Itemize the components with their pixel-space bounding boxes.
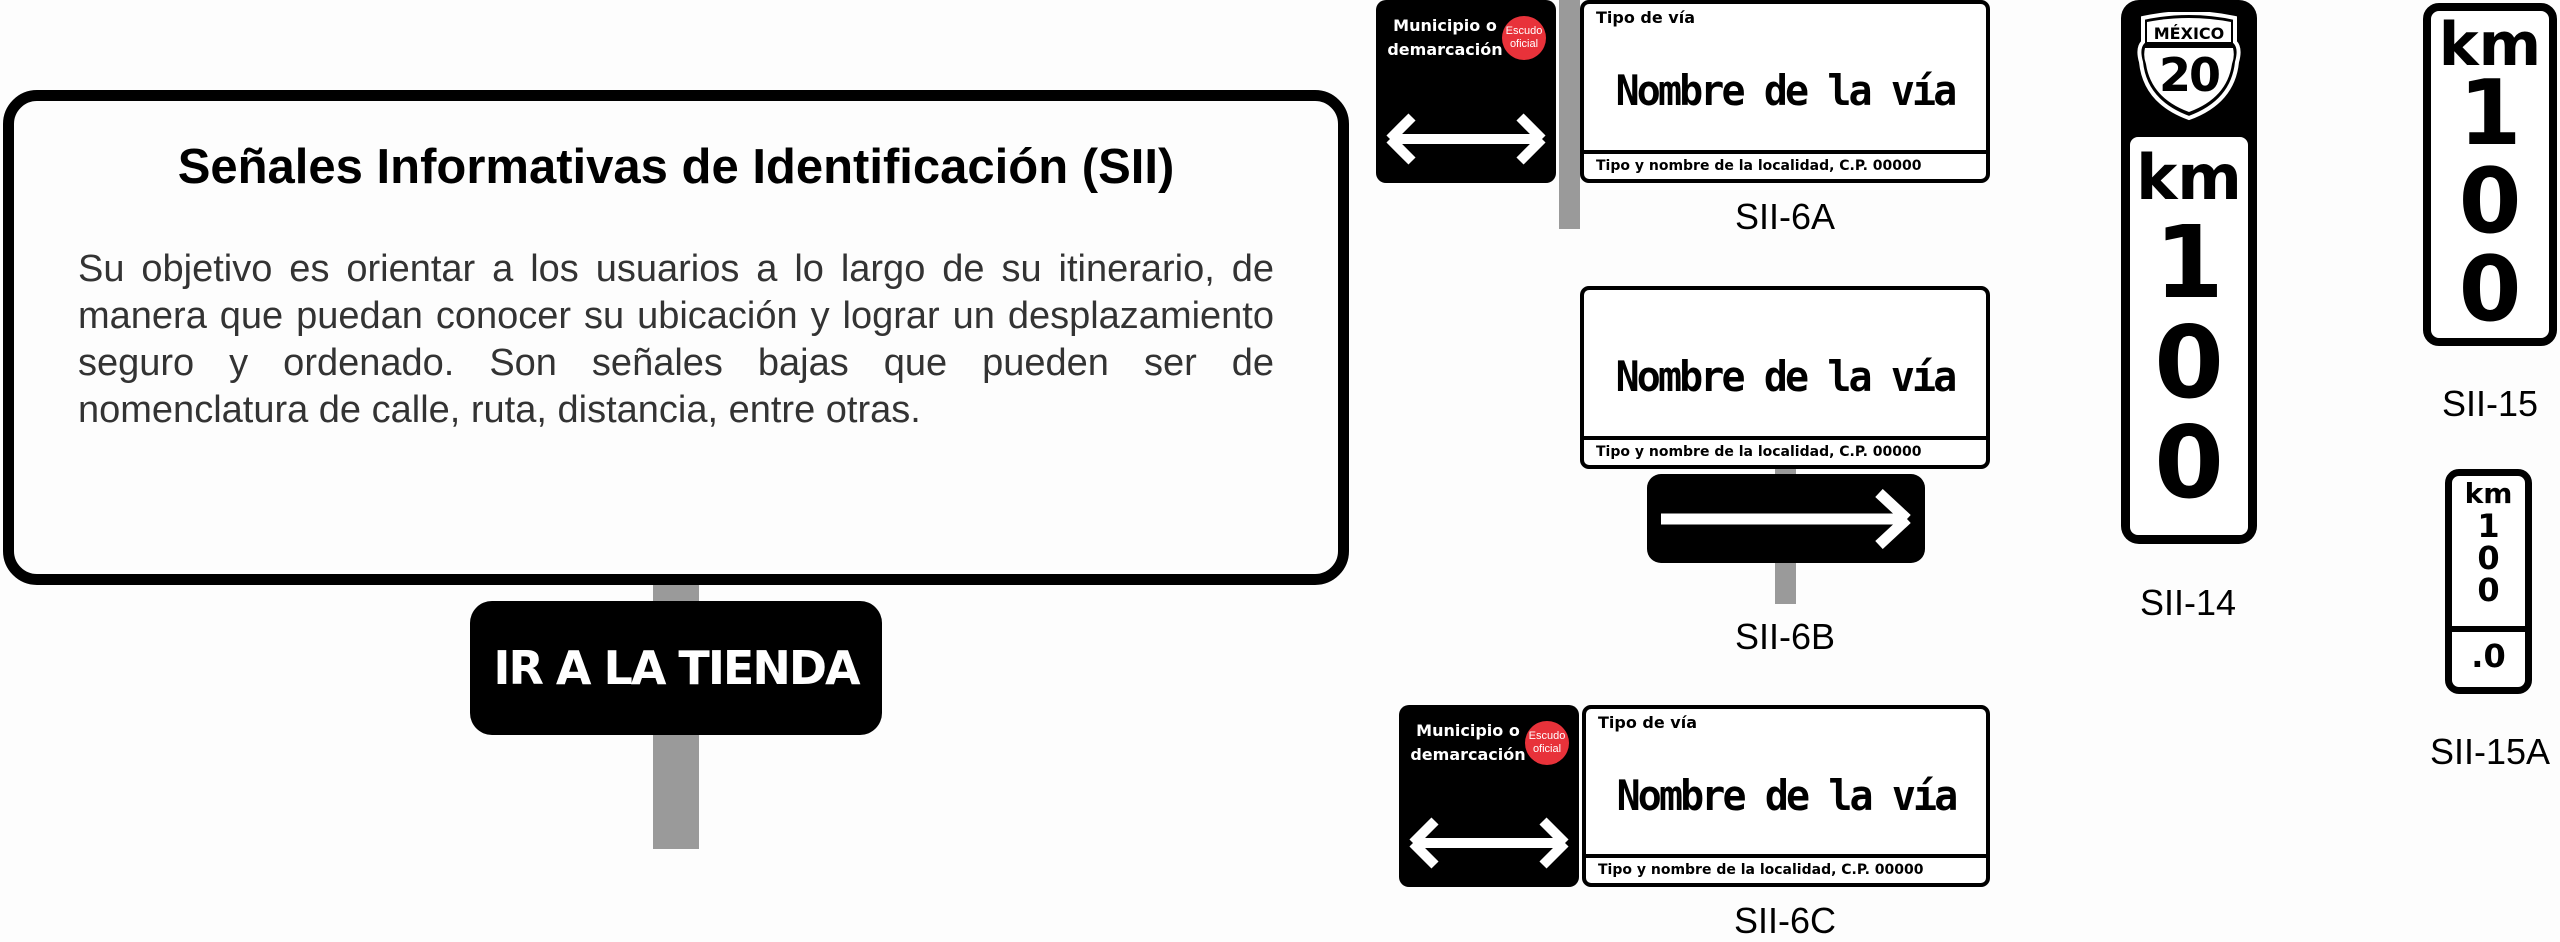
double-arrow-icon <box>1409 817 1569 869</box>
km-digit: 0 <box>2477 539 2500 577</box>
street-type-label: Tipo de vía <box>1596 8 1695 27</box>
sign-post <box>1559 0 1580 229</box>
sign-code-label: SII-14 <box>2139 582 2237 623</box>
direction-arrow-panel <box>1647 474 1925 563</box>
sign-code-label: SII-15A <box>2429 731 2551 772</box>
km-sign: km 1 0 0 <box>2423 3 2557 346</box>
km-decimal: .0 <box>2471 637 2506 675</box>
sign-code-label: SII-15 <box>2441 383 2539 424</box>
municipality-panel: Municipio o demarcación Escudo oficial <box>1376 0 1556 183</box>
municipality-label: Municipio o demarcación <box>1387 16 1503 59</box>
km-digit: 1 <box>2154 204 2224 321</box>
description-text: Su objetivo es orientar a los usuarios a… <box>78 248 1274 431</box>
km-panel: km 1 0 0 <box>2130 137 2248 535</box>
municipality-panel: Municipio o demarcación Escudo oficial <box>1399 705 1579 887</box>
km-digit: 0 <box>2154 404 2224 521</box>
km-digit: 0 <box>2154 304 2224 421</box>
route-shield-icon <box>2137 12 2241 121</box>
page-title: Señales Informativas de Identificación (… <box>177 140 1175 194</box>
street-name: Nombre de la vía <box>1616 771 1959 820</box>
divider <box>2452 626 2525 632</box>
locality-label: Tipo y nombre de la localidad, C.P. 0000… <box>1584 150 1986 179</box>
route-number: 20 <box>2158 48 2221 102</box>
street-name-sign: Nombre de la vía Tipo y nombre de la loc… <box>1580 286 1990 469</box>
km-unit: km <box>2438 10 2542 80</box>
official-shield-badge: Escudo oficial <box>1525 721 1569 765</box>
store-sign: IR A LA TIENDA <box>470 601 882 735</box>
km-digit: 1 <box>2477 507 2500 545</box>
street-type-label: Tipo de vía <box>1598 713 1697 732</box>
municipality-label: Municipio o demarcación <box>1410 721 1526 764</box>
main-info-sign: Señales Informativas de Identificación (… <box>3 90 1349 585</box>
km-sign-small: km 1 0 0 .0 <box>2445 469 2532 694</box>
sign-code-label: SII-6C <box>1733 900 1837 941</box>
route-country: MÉXICO <box>2153 24 2225 43</box>
sign-code-label: SII-6B <box>1734 616 1836 657</box>
street-name-sign: Tipo de vía Nombre de la vía Tipo y nomb… <box>1580 0 1990 183</box>
sign-code-label: SII-6A <box>1734 196 1836 237</box>
km-digit: 1 <box>2458 61 2522 166</box>
official-shield-badge: Escudo oficial <box>1502 16 1546 60</box>
km-unit: km <box>2136 141 2242 214</box>
route-km-sign: MÉXICO 20 km 1 0 0 <box>2121 0 2257 544</box>
km-digit: 0 <box>2458 149 2522 254</box>
locality-label: Tipo y nombre de la localidad, C.P. 0000… <box>1586 854 1986 883</box>
km-digit: 0 <box>2477 571 2500 609</box>
street-name: Nombre de la vía <box>1615 352 1958 401</box>
locality-label: Tipo y nombre de la localidad, C.P. 0000… <box>1584 436 1986 465</box>
street-name-sign: Tipo de vía Nombre de la vía Tipo y nomb… <box>1582 705 1990 887</box>
street-name: Nombre de la vía <box>1615 66 1958 115</box>
double-arrow-icon <box>1386 113 1546 165</box>
km-unit: km <box>2464 477 2513 510</box>
right-arrow-icon <box>1661 489 1911 549</box>
km-digit: 0 <box>2458 237 2522 342</box>
